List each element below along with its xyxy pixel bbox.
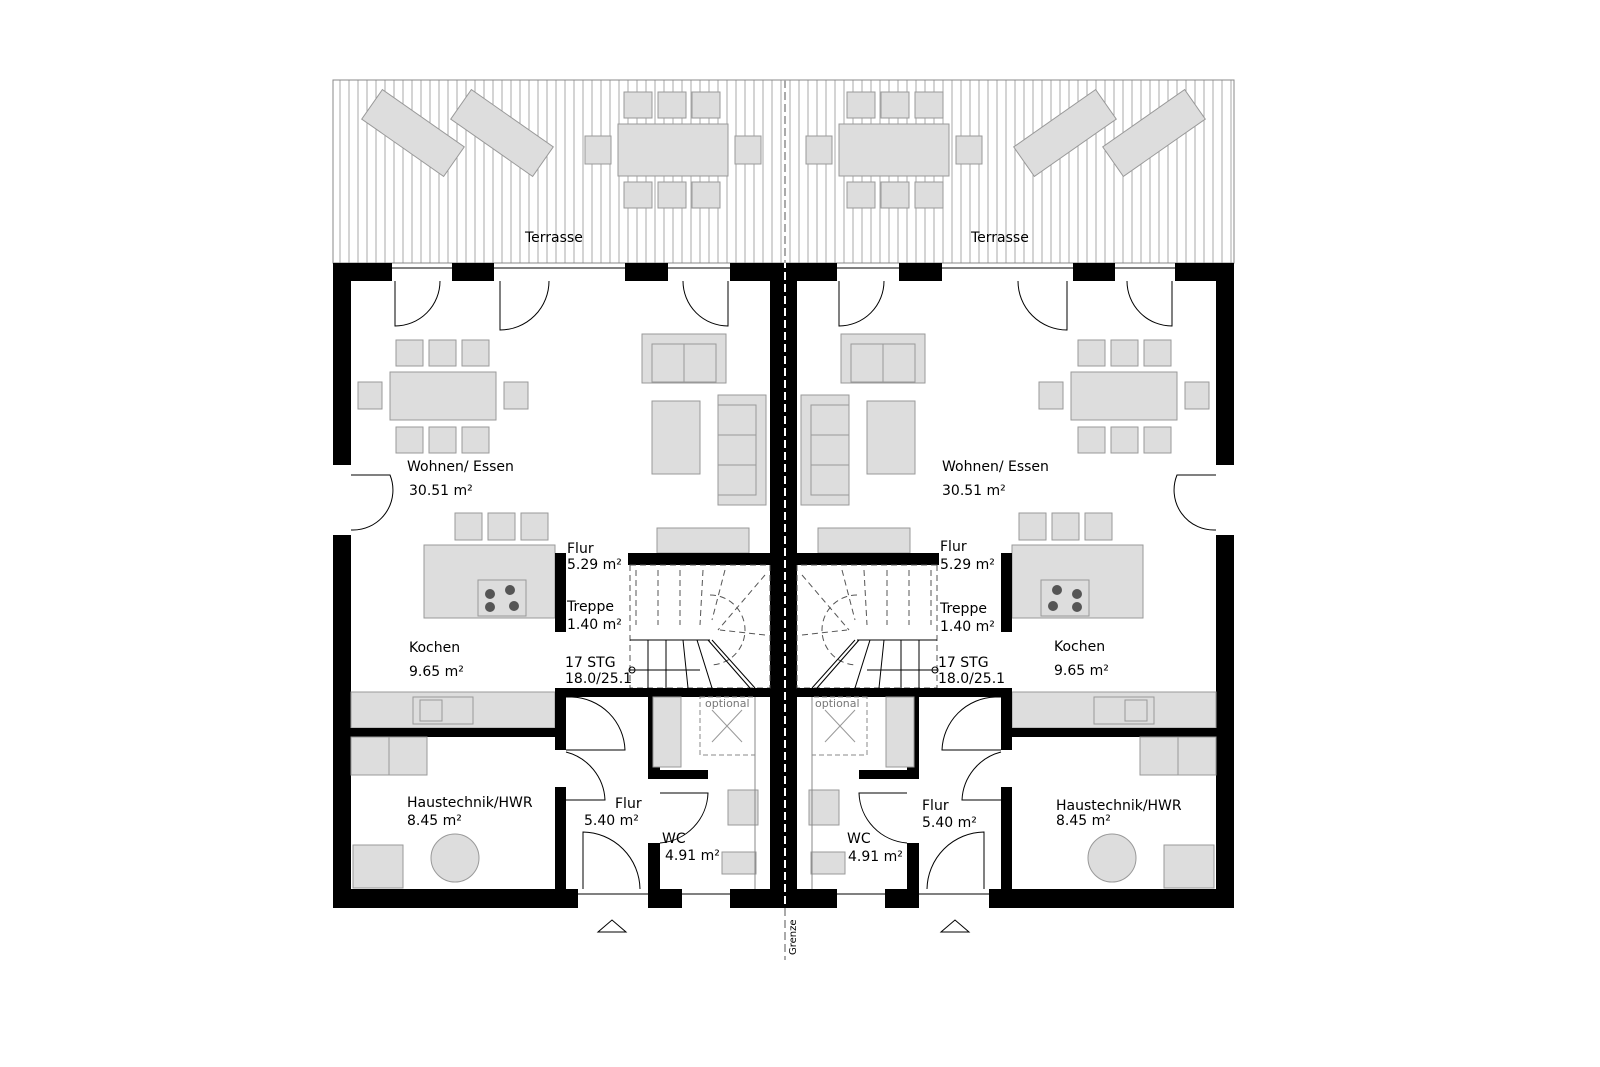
room-area: 1.40 m²	[567, 617, 622, 633]
room-name: Flur	[922, 798, 949, 814]
room-area: 30.51 m²	[409, 483, 473, 499]
room-name: Flur	[940, 539, 967, 555]
room-area: 8.45 m²	[1056, 813, 1111, 829]
room-area: 9.65 m²	[409, 664, 464, 680]
stair-steps: 17 STG	[938, 655, 989, 671]
labels-left: Terrasse Wohnen/ Essen 30.51 m² Flur 5.2…	[407, 230, 750, 864]
stair-ratio: 18.0/25.1	[565, 671, 632, 687]
room-name: Flur	[615, 796, 642, 812]
room-name: WC	[662, 831, 686, 847]
room-name: Wohnen/ Essen	[942, 459, 1049, 475]
room-area: 5.29 m²	[940, 557, 995, 573]
boundary-label: Grenze	[788, 919, 799, 955]
room-area: 5.40 m²	[584, 813, 639, 829]
shower-note: optional	[705, 697, 750, 710]
room-area: 4.91 m²	[848, 849, 903, 865]
room-name: Kochen	[409, 640, 460, 656]
room-area: 5.40 m²	[922, 815, 977, 831]
room-name: Haustechnik/HWR	[1056, 798, 1182, 814]
room-name: Wohnen/ Essen	[407, 459, 514, 475]
room-name: WC	[847, 831, 871, 847]
room-area: 5.29 m²	[567, 557, 622, 573]
shower-note: optional	[815, 697, 860, 710]
room-name: Treppe	[566, 599, 614, 615]
stair-ratio: 18.0/25.1	[938, 671, 1005, 687]
labels-right: Terrasse Wohnen/ Essen 30.51 m² Flur 5.2…	[815, 230, 1182, 865]
room-area: 9.65 m²	[1054, 663, 1109, 679]
terrace-label: Terrasse	[970, 230, 1029, 246]
room-area: 1.40 m²	[940, 619, 995, 635]
room-name: Treppe	[939, 601, 987, 617]
room-area: 4.91 m²	[665, 848, 720, 864]
room-name: Kochen	[1054, 639, 1105, 655]
room-name: Flur	[567, 541, 594, 557]
room-name: Haustechnik/HWR	[407, 795, 533, 811]
stair-steps: 17 STG	[565, 655, 616, 671]
room-area: 30.51 m²	[942, 483, 1006, 499]
room-area: 8.45 m²	[407, 813, 462, 829]
terrace-label: Terrasse	[524, 230, 583, 246]
